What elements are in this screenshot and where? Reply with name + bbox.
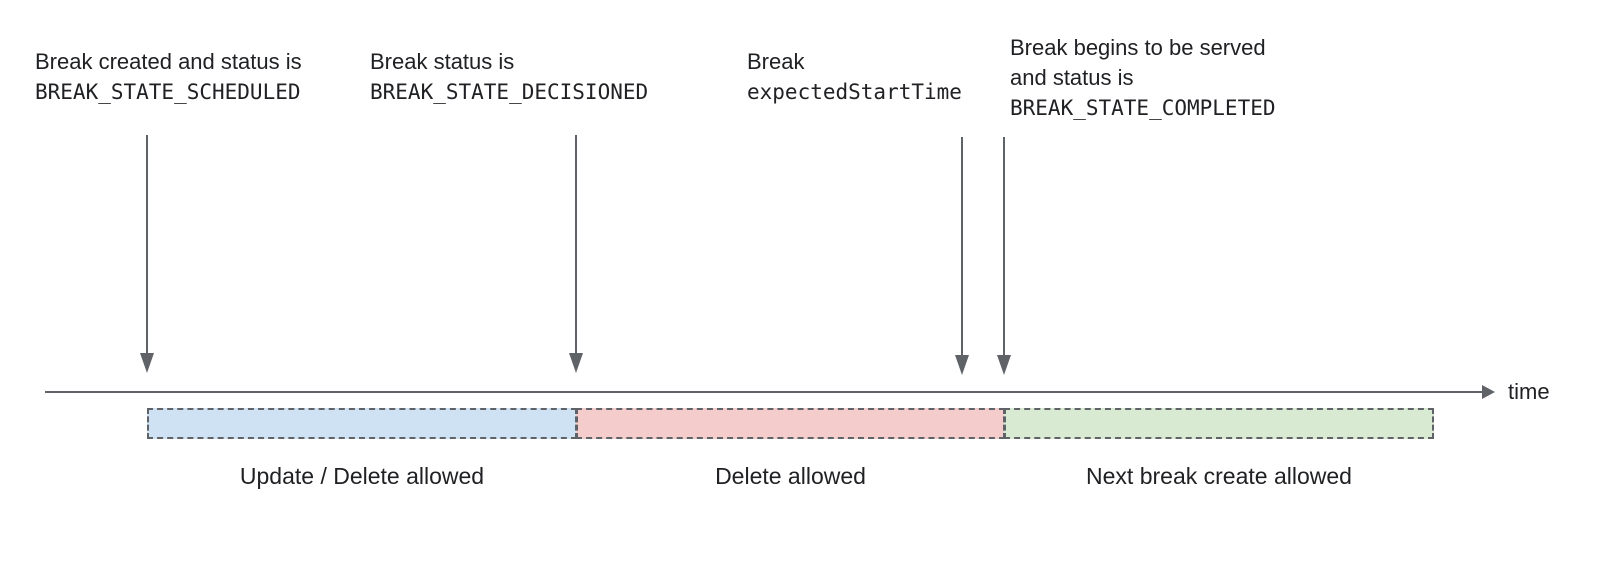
annotation-text: Break (747, 49, 805, 74)
annotation-text: Break status is (370, 49, 515, 74)
annotation-code: BREAK_STATE_SCHEDULED (35, 80, 301, 104)
segment-update-delete-allowed (147, 408, 577, 439)
arrow-shaft (961, 137, 963, 355)
arrow-shaft (1003, 137, 1005, 355)
arrow-shaft (146, 135, 148, 353)
annotation-break-completed: Break begins to be served and status is … (1010, 33, 1276, 123)
time-axis-line (45, 391, 1482, 393)
segment-label-next-break: Next break create allowed (1086, 463, 1352, 489)
annotation-break-scheduled: Break created and status is BREAK_STATE_… (35, 47, 302, 107)
annotation-expected-start-time: Break expectedStartTime (747, 47, 962, 107)
annotation-text: Break begins to be served (1010, 35, 1266, 60)
arrow-head (140, 353, 154, 373)
arrow-head (569, 353, 583, 373)
annotation-code: BREAK_STATE_DECISIONED (370, 80, 649, 104)
annotation-code: BREAK_STATE_COMPLETED (1010, 96, 1276, 120)
segment-delete-allowed (576, 408, 1005, 439)
time-axis-arrow-icon (1482, 385, 1495, 399)
time-axis-label: time (1508, 379, 1550, 404)
annotation-text: and status is (1010, 65, 1134, 90)
segment-next-break-create-allowed (1004, 408, 1434, 439)
segment-label-update-delete: Update / Delete allowed (239, 463, 485, 489)
annotation-break-decisioned: Break status is BREAK_STATE_DECISIONED (370, 47, 648, 107)
annotation-text: Break created and status is (35, 49, 302, 74)
arrow-shaft (575, 135, 577, 353)
arrow-head (997, 355, 1011, 375)
arrow-head (955, 355, 969, 375)
segment-label-delete: Delete allowed (715, 463, 866, 489)
annotation-code: expectedStartTime (747, 80, 962, 104)
